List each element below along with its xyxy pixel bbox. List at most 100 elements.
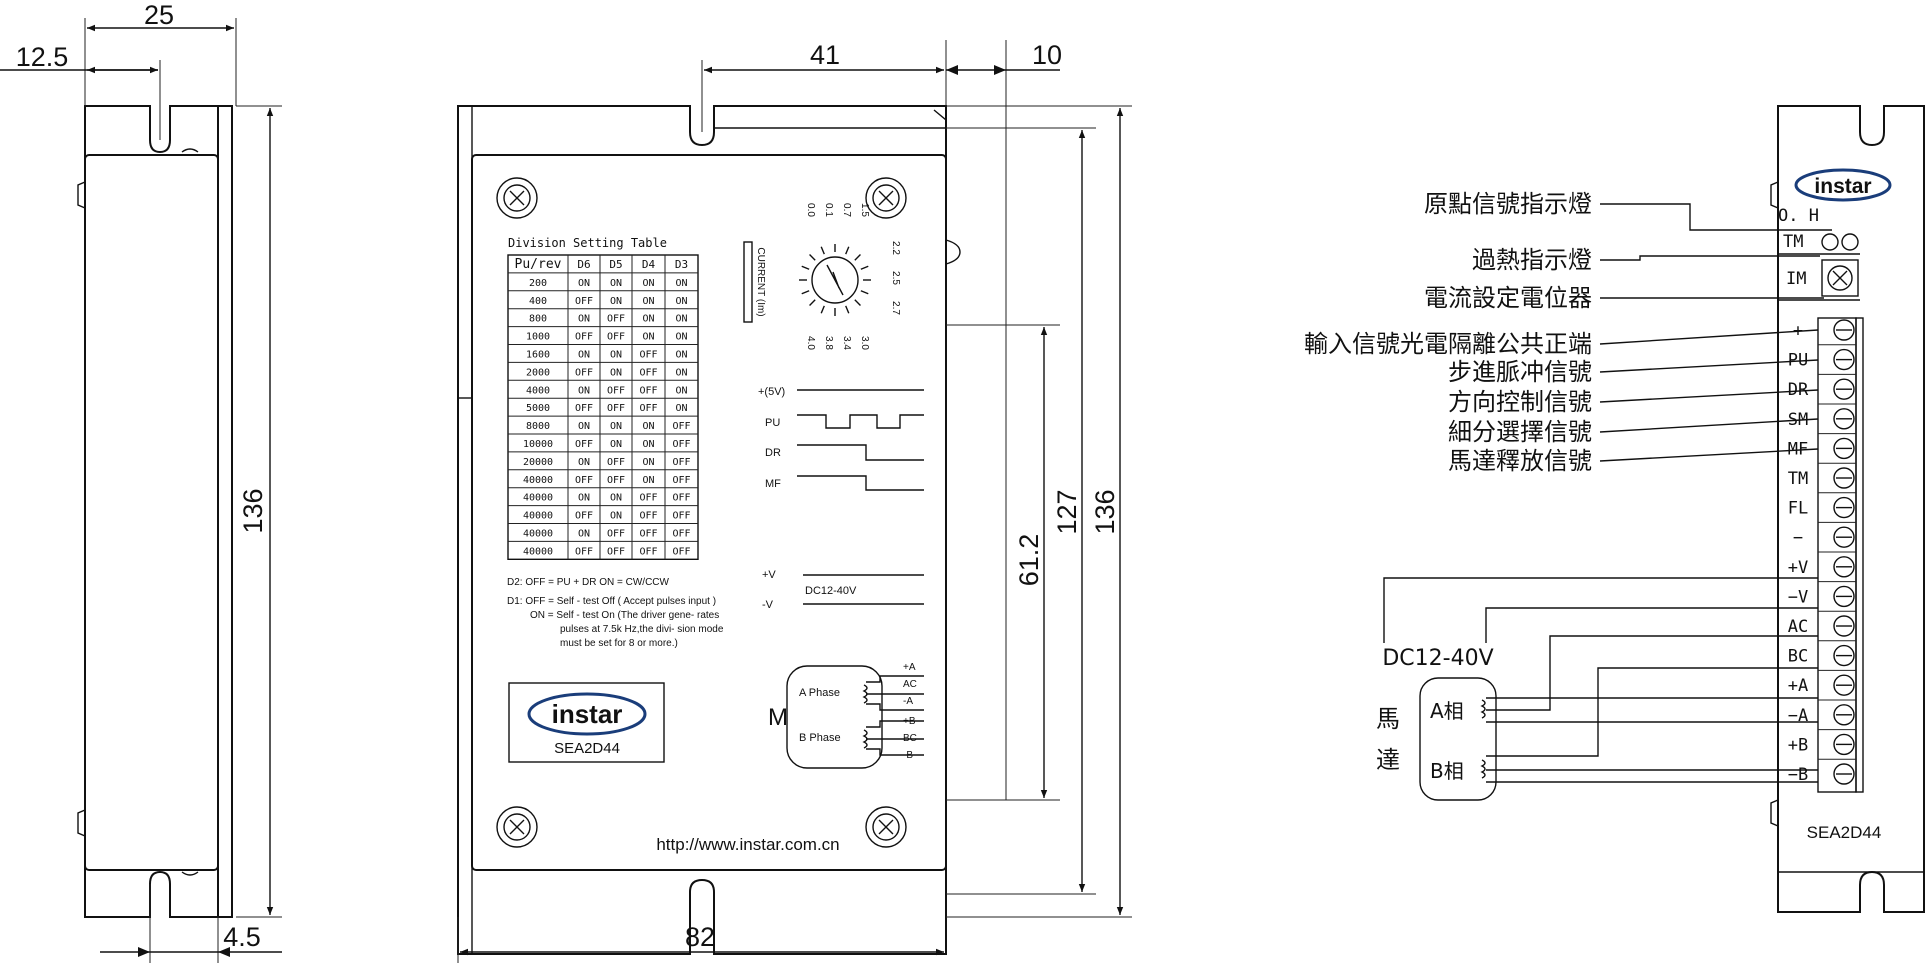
dim-82: 82 <box>685 922 715 952</box>
table-cell: ON <box>642 475 654 486</box>
dim-10: 10 <box>1032 40 1062 70</box>
terminal-screw-icon <box>1833 526 1855 548</box>
terminal-screw-icon <box>1833 348 1855 371</box>
instar-logo-right: instar <box>1794 168 1892 202</box>
dim-127: 127 <box>1052 489 1082 534</box>
brand-right: instar <box>1814 175 1871 198</box>
motor-char-2: 達 <box>1376 746 1400 774</box>
phase-terminal-label: -A <box>903 696 913 707</box>
phase-terminal-label: +A <box>903 662 916 673</box>
dim-12-5: 12.5 <box>16 42 69 72</box>
current-value: 3.4 <box>841 336 852 350</box>
table-cell: OFF <box>607 546 625 557</box>
table-cell: 40000 <box>523 511 553 522</box>
table-cell: OFF <box>639 529 657 540</box>
terminal-label: −A <box>1788 706 1808 726</box>
table-cell: 8000 <box>526 421 550 432</box>
power-plus: +V <box>762 569 776 581</box>
terminal-screw-icon <box>1833 496 1855 519</box>
power-range-front: DC12-40V <box>805 585 857 597</box>
side-view: 25 12.5 136 4.5 <box>0 0 282 963</box>
table-cell: ON <box>675 350 687 361</box>
terminal-screw-icon <box>1833 674 1855 696</box>
note-d1-line2: ON = Self - test On (The driver gene- ra… <box>530 610 719 621</box>
current-value: 1.5 <box>859 203 870 217</box>
current-label: CURRENT (Im) <box>755 247 766 316</box>
terminal-screw-icon <box>1833 319 1855 341</box>
terminal-label: FL <box>1788 499 1808 519</box>
model-front: SEA2D44 <box>554 740 620 757</box>
instar-logo-front: instar <box>527 692 647 736</box>
table-cell: 1000 <box>526 332 550 343</box>
screw-top-right <box>865 177 907 219</box>
terminal-label: DR <box>1788 380 1809 400</box>
table-cell: 5000 <box>526 403 550 414</box>
terminal-screw-icon <box>1833 585 1855 608</box>
phase-terminal-label: BC <box>903 733 917 744</box>
table-cell: OFF <box>639 511 657 522</box>
current-value: 2.2 <box>890 241 901 255</box>
callout-label: 馬達釋放信號 <box>1448 447 1592 475</box>
callout-label: 過熱指示燈 <box>1472 246 1592 274</box>
table-cell: OFF <box>575 475 593 486</box>
table-cell: OFF <box>607 475 625 486</box>
terminal-screw-icon <box>1833 408 1855 430</box>
callout-label: 輸入信號光電隔離公共正端 <box>1304 330 1592 358</box>
table-cell: 10000 <box>523 439 553 450</box>
table-cell: 2000 <box>526 367 550 378</box>
table-header-1: D6 <box>577 258 590 271</box>
phase-b-label: B相 <box>1430 759 1464 783</box>
a-phase-label: A Phase <box>799 687 840 699</box>
screw-bottom-right <box>865 806 907 848</box>
table-cell: ON <box>675 278 687 289</box>
terminal-label: +B <box>1788 735 1808 755</box>
table-cell: ON <box>610 367 622 378</box>
table-cell: OFF <box>575 546 593 557</box>
table-cell: 20000 <box>523 457 553 468</box>
model-right: SEA2D44 <box>1807 823 1882 842</box>
callout-label: 電流設定電位器 <box>1424 284 1592 312</box>
terminal-label: −V <box>1788 587 1808 607</box>
dim-41: 41 <box>810 40 840 70</box>
table-cell: OFF <box>607 314 625 325</box>
current-value: 0.0 <box>805 203 816 217</box>
table-cell: ON <box>675 296 687 307</box>
power-minus: -V <box>762 599 774 611</box>
terminal-screw-icon <box>1833 437 1855 460</box>
table-cell: OFF <box>575 332 593 343</box>
terminal-label: +V <box>1788 558 1808 578</box>
table-cell: OFF <box>672 529 690 540</box>
dim-25: 25 <box>144 0 174 30</box>
table-cell: ON <box>578 278 590 289</box>
power-label-right: DC12-40V <box>1382 646 1493 671</box>
table-cell: ON <box>610 493 622 504</box>
dim-61-2: 61.2 <box>1014 534 1044 587</box>
callout-label: 步進脈冲信號 <box>1448 358 1592 386</box>
terminal-screw-icon <box>1833 556 1855 578</box>
current-value: 0.7 <box>841 203 852 217</box>
table-cell: OFF <box>575 367 593 378</box>
note-d1-line4: must be set for 8 or more.) <box>560 638 678 649</box>
terminal-screw-icon <box>1833 467 1855 489</box>
current-value: 2.7 <box>890 301 901 315</box>
table-cell: 40000 <box>523 493 553 504</box>
table-cell: OFF <box>672 493 690 504</box>
table-cell: 400 <box>529 296 547 307</box>
terminal-screw-icon <box>1833 378 1855 400</box>
table-cell: OFF <box>639 367 657 378</box>
dim-4-5: 4.5 <box>223 922 261 952</box>
table-cell: 4000 <box>526 385 550 396</box>
table-cell: ON <box>675 403 687 414</box>
tm-led-label: TM <box>1783 232 1803 252</box>
table-cell: OFF <box>672 439 690 450</box>
phase-a-label: A相 <box>1430 699 1464 723</box>
current-value: 2.5 <box>890 271 901 285</box>
table-cell: ON <box>642 421 654 432</box>
terminal-label: TM <box>1788 469 1808 489</box>
phase-terminal-label: AC <box>903 679 917 690</box>
motor-letter: M <box>768 704 788 731</box>
current-value: 3.8 <box>823 336 834 350</box>
terminal-screw-icon <box>1833 615 1855 637</box>
